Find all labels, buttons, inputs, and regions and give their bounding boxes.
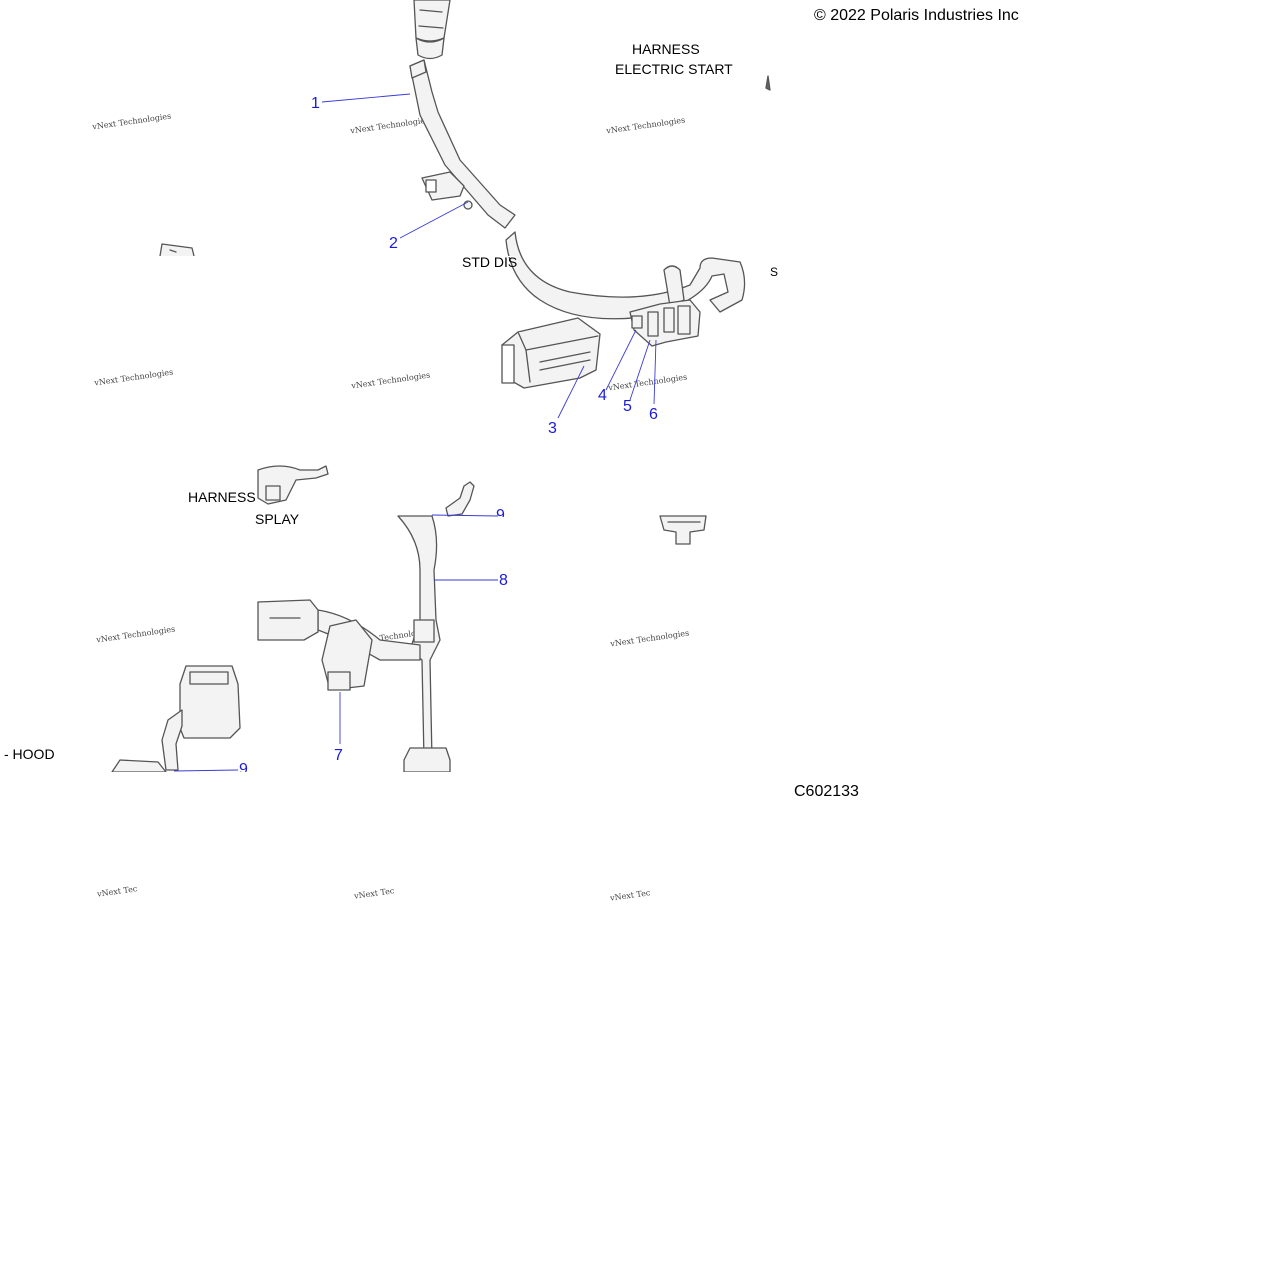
terminal-group [629, 299, 701, 347]
hood-label-fragment: - HOOD [4, 746, 55, 762]
side-connector-part [421, 171, 473, 210]
bottom-middle-part [257, 465, 475, 773]
bottom-right-connector [659, 515, 707, 545]
callout-9: 9 [496, 508, 505, 517]
callout-5: 5 [623, 398, 632, 415]
callout-4: 4 [598, 387, 607, 404]
harness-loop [505, 231, 746, 320]
connector-3-part [501, 317, 601, 389]
leader-lines [173, 93, 657, 772]
cropped-label-fragment: S [770, 265, 779, 279]
harness-std-label-line1: HARNESS [188, 489, 256, 505]
callout-2: 2 [389, 235, 398, 252]
harness-label-line1: HARNESS [632, 41, 700, 57]
callout-3: 3 [548, 420, 557, 437]
bottom-left-part [111, 665, 241, 773]
std-display-label-fragment: STD DIS [462, 254, 518, 270]
callout-8: 8 [499, 572, 508, 589]
callout-9-lower: 9 [239, 762, 248, 772]
harness-std-label-line2: SPLAY [255, 511, 300, 527]
top-connector-part [413, 0, 451, 60]
partial-left-part [159, 243, 195, 257]
drawing-number: C602133 [794, 783, 859, 800]
callout-6: 6 [649, 406, 658, 423]
copyright-text: © 2022 Polaris Industries Inc [814, 7, 1019, 24]
callout-1: 1 [311, 95, 320, 112]
harness-label-line2: ELECTRIC START [615, 61, 733, 77]
tile-masks [0, 256, 780, 778]
callout-7: 7 [334, 747, 343, 764]
harness-trunk [409, 59, 516, 229]
